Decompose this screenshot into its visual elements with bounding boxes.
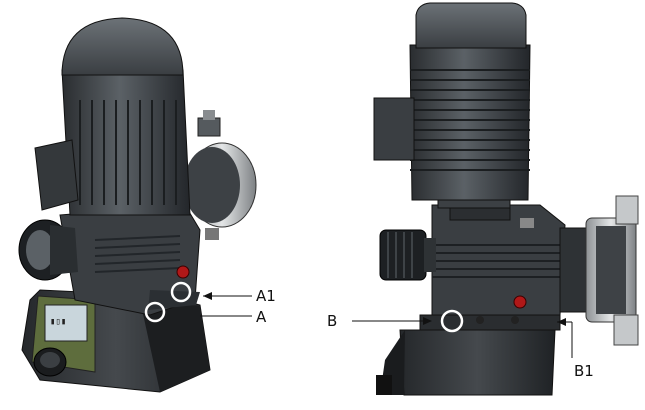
callout-b1: B1 (574, 362, 594, 380)
stroke-adjust-knob-side (379, 229, 436, 281)
right-pump (352, 2, 639, 396)
left-pump: ▮▯▮ (18, 17, 257, 393)
red-knob (176, 265, 190, 279)
callout-a: A (256, 308, 267, 326)
lcd-screen (44, 304, 88, 342)
terminal-box (34, 139, 79, 211)
stroke-adjust-knob (18, 219, 78, 281)
red-knob-side (513, 295, 527, 309)
callout-a1: A1 (256, 287, 276, 305)
marker-a1 (170, 281, 192, 303)
callout-b: B (327, 312, 337, 330)
terminal-box-side (373, 97, 415, 161)
motor-cap-side (415, 2, 527, 49)
pump-head-side (559, 195, 639, 346)
motor-cap (61, 17, 184, 76)
svg-text:▮▯▮: ▮▯▮ (50, 317, 66, 327)
marker-a (144, 301, 166, 323)
pump-head (184, 110, 257, 240)
marker-b (440, 309, 464, 333)
